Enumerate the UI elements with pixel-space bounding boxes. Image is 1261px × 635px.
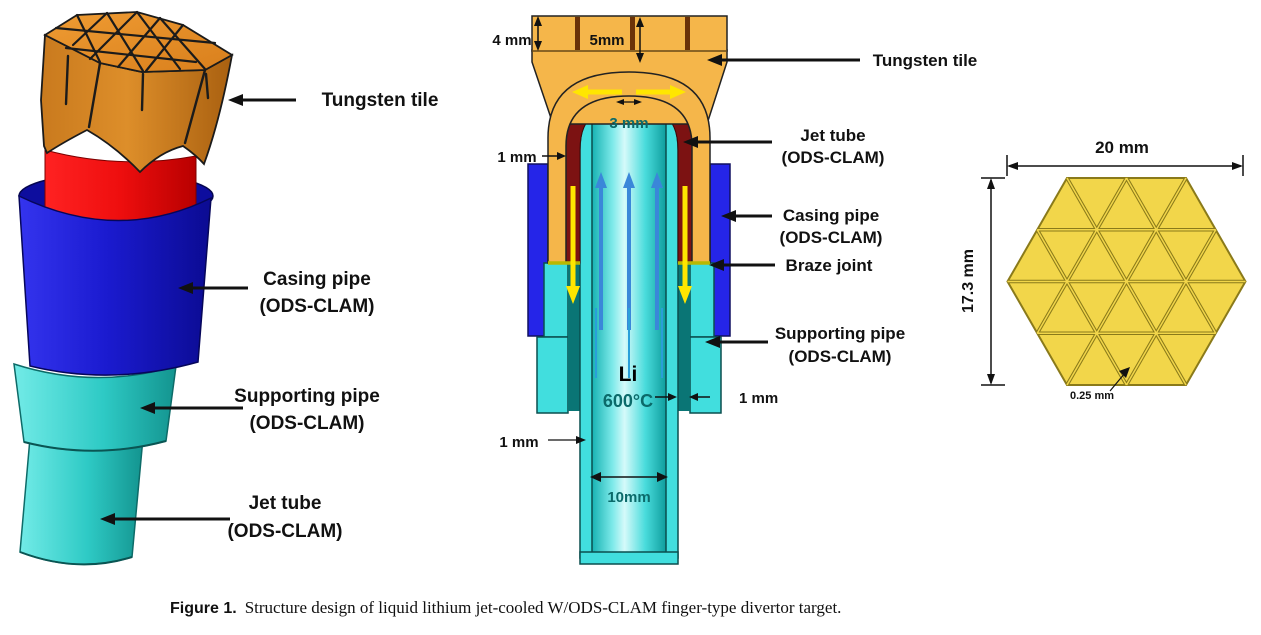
tile-grooves-section	[575, 17, 690, 50]
dim-tube-inner: 10mm	[607, 489, 650, 506]
tile-side-grooves	[64, 54, 210, 145]
arrow-casing-pipe	[178, 282, 193, 294]
left-panel-callouts: Tungsten tile Casing pipe (ODS-CLAM) Sup…	[100, 90, 438, 542]
label-jet-tube: Jet tube	[249, 493, 322, 514]
label-supporting-pipe: Supporting pipe	[234, 386, 380, 407]
supporting-pipe-section	[536, 262, 722, 414]
coolant-name: Li	[619, 363, 638, 386]
middle-panel-callouts: Tungsten tile Jet tube (ODS-CLAM) Casing…	[683, 51, 977, 366]
m-label-supporting-pipe-2: (ODS-CLAM)	[789, 347, 892, 366]
dim-tile-height: 4 mm	[492, 32, 531, 49]
jet-tube-3d	[19, 437, 144, 566]
figure-caption: Figure 1. Structure design of liquid lith…	[170, 598, 1150, 618]
hex-height-label: 17.3 mm	[960, 249, 977, 313]
hexagon-grooves-light	[1007, 177, 1246, 386]
label-casing-pipe: Casing pipe	[263, 269, 371, 290]
label-casing-pipe-2: (ODS-CLAM)	[259, 296, 374, 317]
arrow-supporting-pipe	[140, 402, 155, 414]
label-supporting-pipe-2: (ODS-CLAM)	[249, 413, 364, 434]
arrow-tungsten-tile	[228, 94, 243, 106]
annulus-right	[678, 263, 690, 411]
figure-caption-text: Structure design of liquid lithium jet-c…	[244, 598, 842, 617]
returnflow-arrowheads	[566, 286, 692, 304]
dim-tile-pitch: 5mm	[589, 32, 624, 49]
tungsten-tile-side-3d	[40, 33, 234, 174]
middle-panel-cross-section: 4 mm 5mm 3 mm 1 mm 1 mm 1 mm 10mm Li 600…	[492, 15, 977, 565]
upflow-arrows	[599, 186, 659, 330]
hex-width-label: 20 mm	[1095, 138, 1149, 157]
tile-top-mesh	[54, 10, 217, 73]
returnflow-arrows	[570, 186, 688, 288]
upflow-arrowheads	[595, 172, 663, 188]
m-label-casing-pipe-2: (ODS-CLAM)	[780, 228, 883, 247]
casing-pipe-3d	[18, 194, 212, 376]
dim-jet-wall-bottom: 1 mm	[499, 434, 538, 451]
hex-width-dimension	[1006, 155, 1244, 176]
jet-tube-bottom	[579, 551, 679, 565]
arrow-jet-tube	[100, 513, 115, 525]
m-label-supporting-pipe: Supporting pipe	[775, 324, 905, 343]
jet-tube-bottom-rim	[19, 551, 133, 566]
hex-groove-leader	[1109, 372, 1126, 392]
dimension-arrowheads	[534, 16, 698, 482]
m-label-casing-pipe: Casing pipe	[783, 206, 879, 225]
spread-arrowheads	[572, 85, 686, 99]
right-panel-hexagon: 20 mm 17.3 mm 0.25 mm	[960, 138, 1247, 402]
label-jet-tube-2: (ODS-CLAM)	[227, 521, 342, 542]
figure-canvas: Tungsten tile Casing pipe (ODS-CLAM) Sup…	[13, 10, 1247, 566]
m-label-tungsten-tile: Tungsten tile	[873, 51, 978, 70]
tile-block-section	[531, 15, 728, 52]
dim-annulus-gap: 1 mm	[739, 390, 778, 407]
dim-jet-wall-top: 1 mm	[497, 149, 536, 166]
m-label-jet-tube: Jet tube	[800, 126, 865, 145]
hex-height-dimension	[981, 177, 1005, 386]
figure-caption-label: Figure 1.	[170, 600, 237, 617]
hex-groove-label: 0.25 mm	[1070, 390, 1114, 402]
m-label-jet-tube-2: (ODS-CLAM)	[782, 148, 885, 167]
supporting-pipe-bottom-rim	[23, 440, 167, 452]
m-label-braze-joint: Braze joint	[786, 256, 873, 275]
left-panel-3d-view: Tungsten tile Casing pipe (ODS-CLAM) Sup…	[13, 10, 438, 566]
label-tungsten-tile: Tungsten tile	[322, 90, 439, 111]
dim-nozzle-gap: 3 mm	[609, 115, 648, 132]
upflow-streamlines	[595, 308, 663, 378]
coolant-temperature: 600°C	[603, 391, 653, 411]
annulus-left	[568, 263, 580, 411]
